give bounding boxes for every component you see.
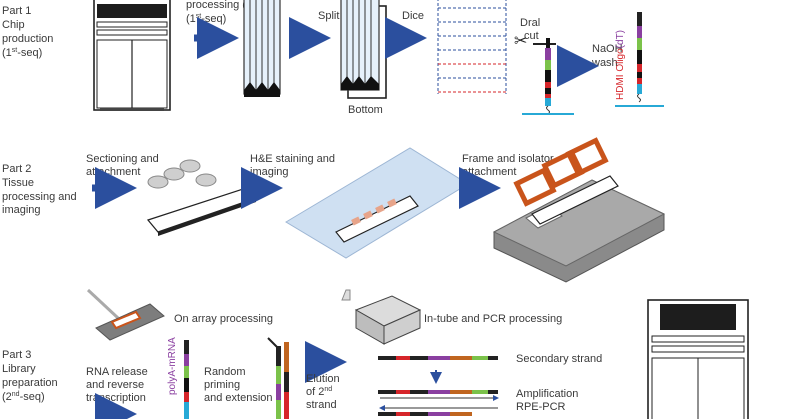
sequencer-machine-icon <box>93 0 171 111</box>
svg-text:strand: strand <box>306 399 337 411</box>
part3-label: Part 3 Library preparation (2nd-seq) <box>2 349 58 403</box>
svg-text:transcription: transcription <box>86 392 146 404</box>
amplification-bars <box>378 390 499 416</box>
svg-text:(1st-seq): (1st-seq) <box>2 47 42 59</box>
bottom-label: Bottom <box>348 104 383 116</box>
processing-label: processing (1 <box>186 0 252 11</box>
amplification-label: Amplification <box>516 388 578 400</box>
svg-text:Tissue: Tissue <box>2 177 34 189</box>
svg-text:imaging: imaging <box>2 204 41 216</box>
split-flowcell-icon <box>340 0 387 99</box>
frame-label: Frame and isolator <box>462 153 554 165</box>
svg-text:production: production <box>2 33 53 45</box>
naoh-wash-label: NaOH <box>592 43 623 55</box>
oligo-strand-1 <box>522 38 574 115</box>
svg-text:(2nd-seq): (2nd-seq) <box>2 391 45 403</box>
svg-text:Part 1: Part 1 <box>2 5 31 17</box>
glass-slide-icon <box>146 187 258 236</box>
part2-label: Part 2 Tissue processing and imaging <box>2 163 77 216</box>
svg-text:and extension: and extension <box>204 392 273 404</box>
svg-text:wash: wash <box>591 57 618 69</box>
svg-text:preparation: preparation <box>2 377 58 389</box>
svg-text:Chip: Chip <box>2 19 25 31</box>
part1-label: Part 1 Chip production (1st-seq) <box>2 5 53 59</box>
he-staining-label: H&E staining and <box>250 153 335 165</box>
oligo-strand-2 <box>615 12 664 107</box>
svg-text:processing and: processing and <box>2 191 77 203</box>
frame-isolator-icon <box>492 137 666 283</box>
svg-text:Part 2: Part 2 <box>2 163 31 175</box>
hdmi-oligo-label: HDMI Oligo(dT) <box>615 30 626 100</box>
pcr-machine-icon <box>341 289 422 345</box>
svg-text:priming: priming <box>204 379 240 391</box>
svg-text:imaging: imaging <box>250 166 289 178</box>
dral-cut-label: Dral <box>520 17 540 29</box>
svg-text:RPE-PCR: RPE-PCR <box>516 401 566 413</box>
dice-label: Dice <box>402 10 424 22</box>
secondary-strand-label: Secondary strand <box>516 353 602 365</box>
svg-text:Part 3: Part 3 <box>2 349 31 361</box>
split-label: Split <box>318 10 339 22</box>
rna-release-label: RNA release <box>86 366 148 378</box>
on-array-label: On array processing <box>174 313 273 325</box>
sectioning-label: Sectioning and <box>86 153 159 165</box>
polya-label: polyA-mRNA <box>167 337 178 395</box>
sequencer-machine-icon-2 <box>647 299 749 419</box>
svg-text:and reverse: and reverse <box>86 379 144 391</box>
oligo-strand-3 <box>184 340 189 419</box>
svg-text:attachment: attachment <box>86 166 140 178</box>
pipette-array-icon <box>86 288 165 341</box>
elution-label: Elution <box>306 373 340 385</box>
flowcell-icon <box>243 0 281 97</box>
scissors-icon: ✂ <box>514 33 527 50</box>
random-priming-label: Random <box>204 366 246 378</box>
processing-label-line2: (1st-seq) <box>186 13 226 25</box>
svg-text:cut: cut <box>524 30 539 42</box>
secondary-strand-bar <box>378 356 498 360</box>
oligo-strand-4 <box>267 337 289 419</box>
in-tube-label: In-tube and PCR processing <box>424 313 562 325</box>
svg-text:attachment: attachment <box>462 166 516 178</box>
tissue-sections-icon <box>147 159 217 189</box>
svg-text:Library: Library <box>2 363 36 375</box>
diced-tiles-icon <box>437 0 508 94</box>
svg-text:of 2nd: of 2nd <box>306 386 332 398</box>
